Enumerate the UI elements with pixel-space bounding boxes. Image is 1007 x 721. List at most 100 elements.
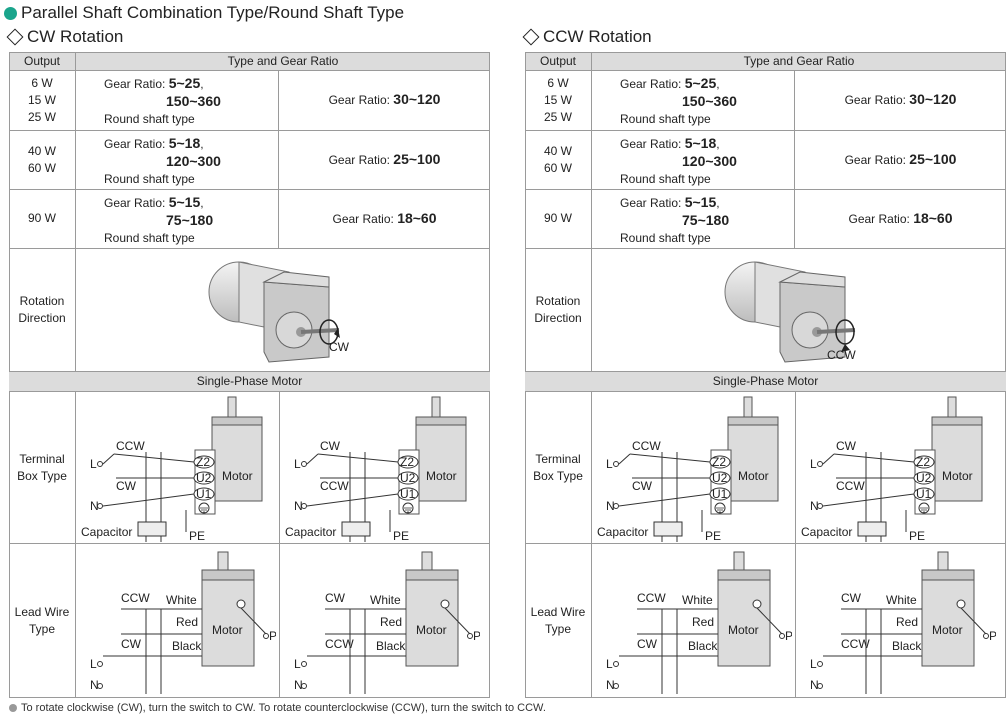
gear-ratio-label: Gear Ratio: [620,137,685,151]
lead-wire-diagram: MotorPEWhiteRedBlackLNCCWCW [90,551,276,694]
table-rule [525,697,1006,698]
gear-ratio-label: Gear Ratio: [848,211,914,226]
diagram-label-ccw: CCW [637,591,666,605]
ccw-heading-text: CCW Rotation [543,27,652,46]
gear-ratio-value: 5~25 [684,75,717,91]
table-rule [279,391,280,698]
diagram-label-cw: CW [632,479,653,493]
diagram-label-u1: U1 [916,487,932,501]
table-rule [9,248,490,249]
table-rule [591,391,592,698]
gear-ratio-label: Gear Ratio: [620,77,685,91]
diagram-label-white: White [682,593,713,607]
ratio-separator: , [716,137,720,151]
gear-ratio-value: 150~360 [166,93,221,109]
diagram-label-pe: PE [705,529,721,542]
gear-ratio-value: 5~18 [684,135,717,151]
lead-wire-label-line: Type [544,622,571,636]
shaft-type: Round shaft type [620,231,711,245]
diagram-label-red: Red [176,615,198,629]
diagram-label-cw: CW [121,637,142,651]
gear-motor-illustration [724,261,856,363]
terminal-box-label-line: Box Type [533,469,583,483]
diagram-label-pe: PE [393,529,409,542]
cw-heading-text: CW Rotation [27,27,124,46]
diagram-label-ccw: CCW [325,637,354,651]
output-cell: 90 W [9,210,75,227]
diagram-label-cw: CW [325,591,346,605]
gear-ratio-label: Gear Ratio: [328,152,394,167]
diagram-label-L: L [606,657,613,671]
shaft-type: Round shaft type [620,112,711,126]
lead-wire-label-line: Lead Wire [530,605,586,619]
diagram-label-cw: CW [116,479,137,493]
diagram-label-ccw: CCW [116,439,145,453]
diagram-label-u1: U1 [712,487,728,501]
header-type: Type and Gear Ratio [592,52,1006,70]
gear-ratio-value: 25~100 [909,150,957,167]
diagram-label-cw: CW [841,591,862,605]
gear-ratio-label: Gear Ratio: [844,152,910,167]
gear-ratio-value: 30~120 [393,91,441,107]
table-rule [794,70,795,248]
diagram-label-L: L [294,457,301,471]
lead-wire-label-line: Type [28,622,55,636]
output-value: 40 W [27,143,56,158]
ratio-separator: , [716,196,720,210]
parallel-shaft-cell: Gear Ratio: 30~120 [795,91,1006,109]
diamond-icon [522,28,540,46]
diagram-label-L: L [606,457,613,471]
diagram-label-motor: Motor [942,469,973,483]
diagram-label-N: N [810,499,819,513]
table-rule [1005,371,1006,698]
diagram-label-motor: Motor [932,623,963,637]
diagram-label-N: N [294,678,303,692]
gear-ratio-value: 75~180 [682,212,730,228]
diagram-label-red: Red [896,615,918,629]
table-rule [525,391,1006,392]
diagram-label-u2: U2 [400,471,416,485]
table-rule [9,70,490,71]
output-value: 15 W [27,92,56,107]
diagram-label-L: L [294,657,301,671]
gear-ratio-value: 18~60 [913,209,953,226]
diagram-label-red: Red [380,615,402,629]
output-value: 25 W [27,109,56,124]
table-rule [9,130,490,131]
gear-ratio-value: 25~100 [393,150,441,167]
diagram-label-capacitor: Capacitor [597,525,648,539]
diagram-label-pe: PE [473,629,480,643]
table-rule [75,52,76,372]
diagram-label-black: Black [376,639,406,653]
diagram-label-N: N [90,678,99,692]
table-rule [9,697,490,698]
output-value: 6 W [547,75,569,90]
table-rule [525,371,1006,372]
gear-ratio-value: 5~15 [168,194,201,210]
gear-ratio-label: Gear Ratio: [104,137,169,151]
gear-ratio-value: 120~300 [682,153,737,169]
diagram-label-u1: U1 [196,487,212,501]
output-value: 6 W [31,75,53,90]
diagram-label-pe: PE [785,629,792,643]
gear-ratio-value: 120~300 [166,153,221,169]
table-rule [489,371,490,698]
shaft-type: Round shaft type [104,231,195,245]
diagram-label-capacitor: Capacitor [801,525,852,539]
footnote: To rotate clockwise (CW), turn the switc… [9,702,546,714]
gear-ratio-value: 5~25 [168,75,201,91]
lead-wire-diagram: MotorPEWhiteRedBlackLNCCWCW [606,551,792,694]
